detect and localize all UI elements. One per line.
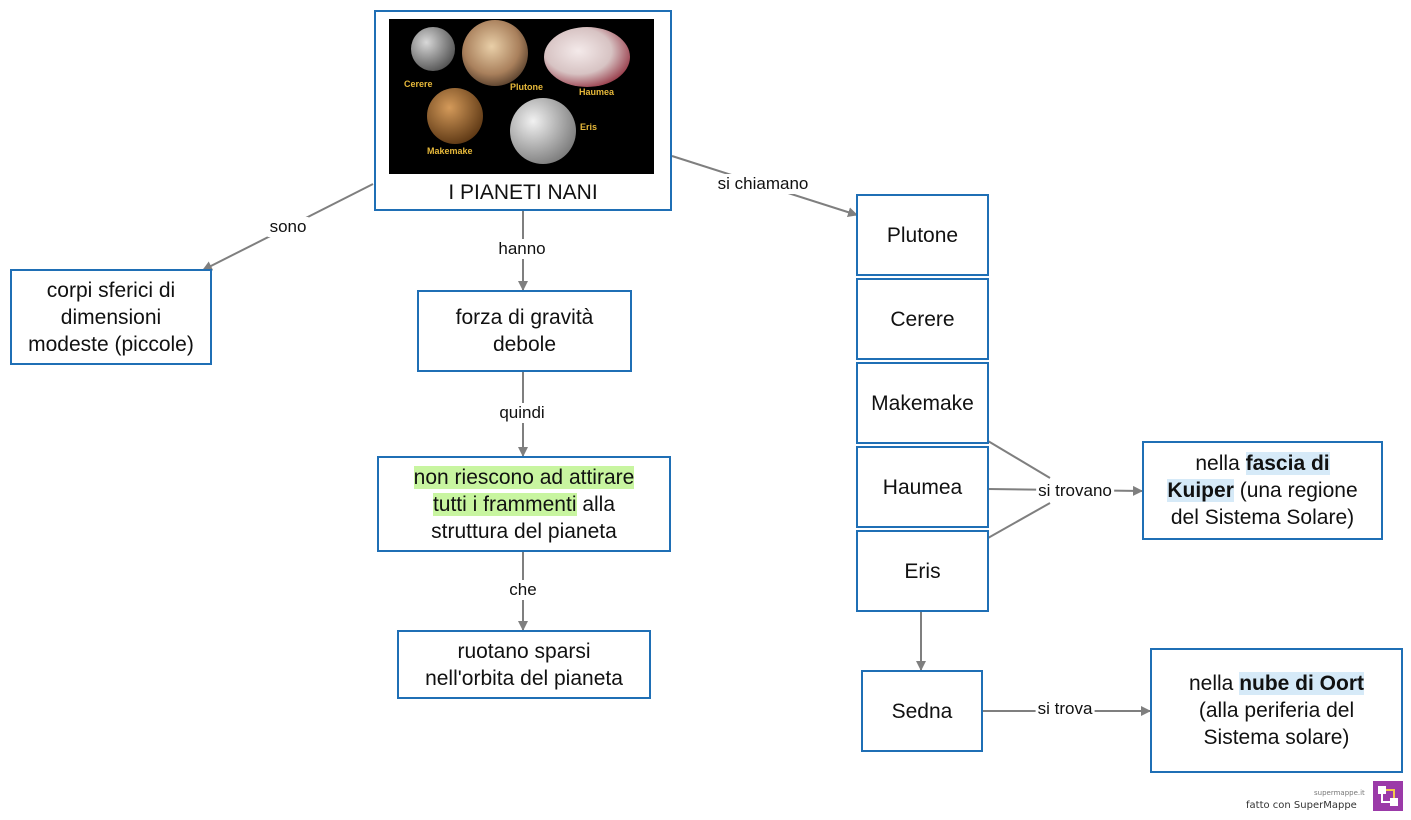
highlight-blue: nube di Oort — [1239, 672, 1365, 695]
node-text-line: del Sistema Solare) — [1170, 506, 1355, 529]
supermappe-logo-icon — [1378, 786, 1398, 806]
node-text-fragment: nella — [1188, 672, 1240, 695]
root-title: I PIANETI NANI — [448, 181, 598, 204]
corpi-sferici-node[interactable]: corpi sferici di dimensioni modeste (pic… — [10, 269, 212, 365]
haumea-node[interactable]: Haumea — [856, 446, 989, 528]
ceres-label: Cerere — [404, 79, 433, 89]
makemake-planet — [427, 88, 483, 144]
edge-label-che: che — [507, 580, 539, 600]
nube-oort-node[interactable]: nella nube di Oort (alla periferia del S… — [1150, 648, 1403, 773]
fascia-kuiper-node[interactable]: nella fascia di Kuiper (una regione del … — [1142, 441, 1383, 540]
footer-made-with: fatto con SuperMappe — [1246, 800, 1357, 811]
highlight-green: tutti i frammenti — [432, 492, 577, 516]
eris-label: Eris — [580, 122, 598, 132]
edge-label-si-trova: si trova — [1035, 699, 1095, 719]
eris-planet — [510, 98, 576, 164]
node-text-line: nell'orbita del pianeta — [425, 666, 623, 690]
node-text-line: Plutone — [886, 223, 959, 247]
node-text-line: Sistema solare) — [1203, 726, 1350, 749]
makemake-label: Makemake — [427, 146, 473, 156]
highlight-blue: fascia di — [1245, 452, 1330, 475]
node-text-line: dimensioni — [60, 305, 162, 329]
edge-label-sono: sono — [267, 217, 309, 237]
node-text-line: forza di gravità — [455, 306, 594, 329]
edge-label-si-trovano: si trovano — [1036, 481, 1114, 501]
node-text-line: struttura del pianeta — [431, 519, 617, 543]
pluto-planet — [462, 20, 528, 86]
node-text-line: ruotano sparsi — [457, 639, 591, 663]
pluto-label: Plutone — [510, 82, 543, 92]
haumea-label: Haumea — [579, 87, 615, 97]
node-text-line: (alla periferia del — [1198, 699, 1355, 722]
node-text-fragment: nella — [1195, 452, 1246, 475]
node-text-line: modeste (piccole) — [28, 332, 194, 356]
supermappe-logo — [1373, 781, 1403, 811]
footer-site: supermappe.it — [1314, 789, 1365, 797]
node-text-line: Sedna — [891, 699, 953, 723]
node-text-line: corpi sferici di — [46, 278, 176, 302]
edge-label-si-chiamano: si chiamano — [715, 174, 811, 194]
makemake-node[interactable]: Makemake — [856, 362, 989, 444]
ruotano-sparsi-node[interactable]: ruotano sparsi nell'orbita del pianeta — [397, 630, 651, 699]
eris-node[interactable]: Eris — [856, 530, 989, 612]
ceres-planet — [411, 27, 455, 71]
edge-label-quindi: quindi — [497, 403, 547, 423]
haumea-planet — [544, 27, 630, 87]
node-text-line: Makemake — [871, 391, 974, 415]
node-text-line: Cerere — [890, 307, 955, 331]
node-text-line: Haumea — [882, 475, 963, 499]
node-text-line: debole — [492, 333, 557, 356]
cerere-node[interactable]: Cerere — [856, 278, 989, 360]
edge-label-hanno: hanno — [496, 239, 548, 259]
highlight-blue: Kuiper — [1167, 479, 1234, 502]
node-text-line: Eris — [904, 559, 941, 583]
node-text-fragment: alla — [576, 492, 616, 516]
highlight-green: non riescono ad attirare — [413, 465, 635, 489]
planets-illustration — [411, 20, 630, 164]
dwarf-planets-image: Cerere Plutone Haumea Makemake Eris — [389, 19, 654, 174]
plutone-node[interactable]: Plutone — [856, 194, 989, 276]
forza-gravita-node[interactable]: forza di gravità debole — [417, 290, 632, 372]
non-riescono-node[interactable]: non riescono ad attirare tutti i frammen… — [377, 456, 671, 552]
node-text-fragment: (una regione — [1233, 479, 1358, 502]
sedna-node[interactable]: Sedna — [861, 670, 983, 752]
